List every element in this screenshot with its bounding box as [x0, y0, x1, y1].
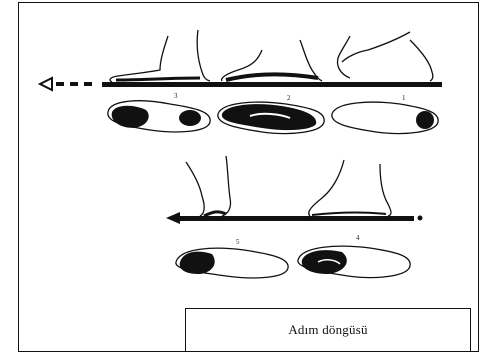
footprint-1 [332, 102, 438, 133]
footprint-3 [108, 101, 210, 132]
foot-side-view-5 [186, 156, 231, 216]
dashed-left-arrow-icon [40, 78, 92, 90]
footprint-5 [176, 248, 288, 278]
caption-box: Adım döngüsü [185, 308, 471, 352]
step-number-4: 4 [356, 234, 360, 242]
top-walkway [40, 78, 442, 90]
footprint-4 [298, 246, 410, 277]
foot-side-view-1 [338, 32, 433, 81]
left-arrow-icon [166, 212, 180, 224]
footprint-2 [218, 102, 324, 133]
step-number-1: 1 [402, 94, 406, 102]
foot-side-view-2 [222, 40, 322, 81]
step-number-2: 2 [287, 94, 291, 102]
foot-side-view-3 [110, 30, 210, 82]
figure-caption: Adım döngüsü [288, 322, 367, 338]
step-number-3: 3 [174, 92, 178, 100]
foot-side-view-4 [309, 160, 391, 216]
step-number-5: 5 [236, 238, 240, 246]
